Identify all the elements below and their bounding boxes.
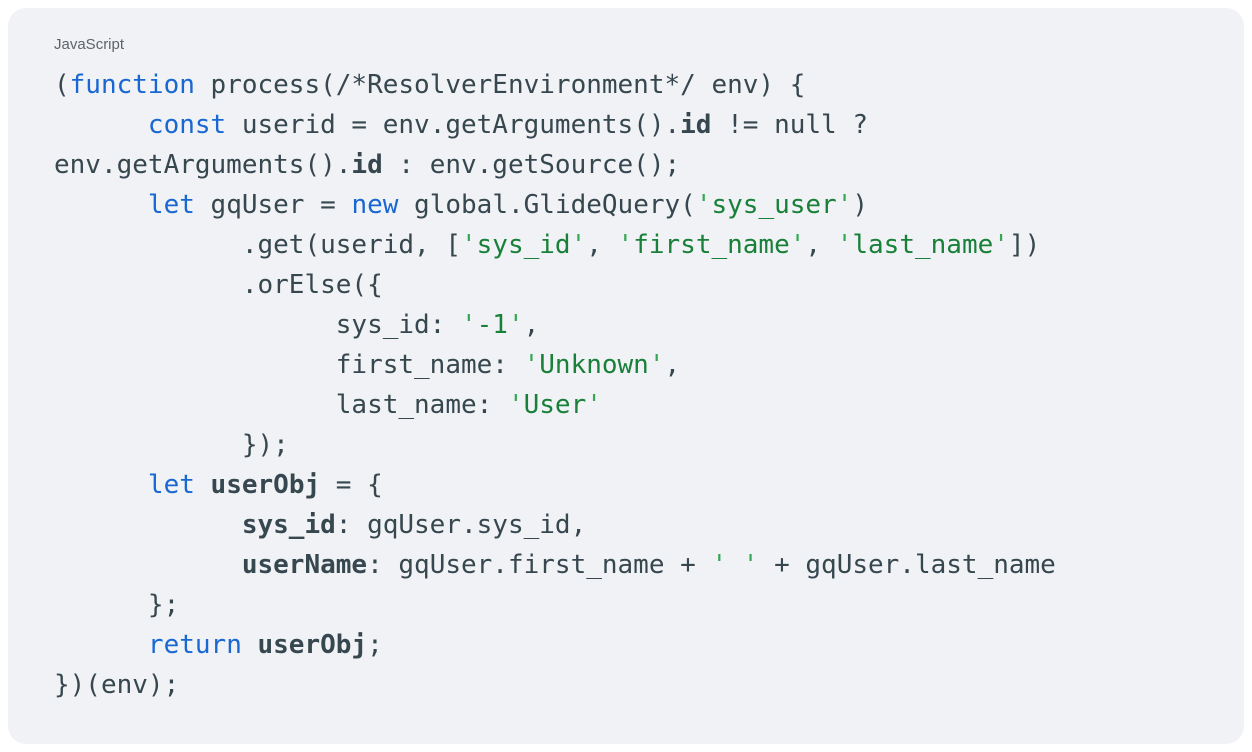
code-token-bold: userObj: [257, 630, 368, 660]
code-token-plain: [54, 630, 148, 660]
code-token-quote: ': [617, 230, 634, 260]
code-token-string: sys_user: [711, 190, 837, 220]
code-token-quote: ': [648, 350, 665, 380]
code-token-plain: [54, 510, 242, 540]
code-line: const userid = env.getArguments().id != …: [54, 105, 1214, 145]
code-token-quote: ': [711, 550, 728, 580]
code-token-plain: [54, 470, 148, 500]
code-token-keyword: new: [351, 190, 399, 220]
code-token-plain: userid = env.getArguments().: [226, 110, 681, 140]
code-token-plain: global.GlideQuery(: [398, 190, 696, 220]
code-token-plain: : gqUser.sys_id,: [335, 510, 587, 540]
code-line: env.getArguments().id : env.getSource();: [54, 145, 1214, 185]
code-token-quote: ': [523, 350, 540, 380]
code-token-quote: ': [993, 230, 1009, 260]
code-token-plain: last_name:: [54, 390, 508, 420]
code-token-bold: id: [351, 150, 383, 180]
code-token-plain: != null ?: [711, 110, 869, 140]
code-line: };: [54, 585, 1214, 625]
code-token-plain: = {: [320, 470, 383, 500]
code-token-plain: [195, 470, 211, 500]
code-line: (function process(/*ResolverEnvironment*…: [54, 65, 1214, 105]
code-token-string: sys_id: [476, 230, 571, 260]
code-token-plain: ,: [523, 310, 540, 340]
code-token-string: User: [523, 390, 587, 420]
code-token-plain: gqUser =: [194, 190, 352, 220]
code-token-quote: ': [836, 190, 853, 220]
code-line: let userObj = {: [54, 465, 1214, 505]
code-token-quote: ': [695, 190, 712, 220]
code-token-plain: .get(userid, [: [54, 230, 461, 260]
code-token-string: Unknown: [539, 350, 649, 380]
code-token-bold: userObj: [210, 470, 321, 500]
code-token-plain: (: [54, 70, 70, 100]
code-token-plain: : env.getSource();: [382, 150, 681, 180]
code-token-quote: ': [461, 310, 477, 340]
code-token-keyword: let: [147, 190, 195, 220]
code-token-plain: ,: [664, 350, 681, 380]
code-token-string: [727, 550, 743, 580]
code-token-plain: .orElse({: [54, 270, 383, 300]
code-token-plain: ;: [367, 630, 383, 660]
code-line: })(env);: [54, 665, 1214, 705]
code-token-quote: ': [461, 230, 477, 260]
code-token-quote: ': [789, 230, 806, 260]
code-token-keyword: function: [69, 70, 195, 100]
code-token-plain: [54, 550, 242, 580]
code-token-plain: })(env);: [54, 670, 180, 700]
language-label: JavaScript: [54, 36, 125, 53]
code-line: first_name: 'Unknown',: [54, 345, 1214, 385]
code-line: last_name: 'User': [54, 385, 1214, 425]
code-token-plain: [54, 190, 148, 220]
code-token-plain: sys_id:: [54, 310, 461, 340]
code-token-plain: ,: [805, 230, 837, 260]
code-token-plain: });: [54, 430, 289, 460]
code-line: let gqUser = new global.GlideQuery('sys_…: [54, 185, 1214, 225]
code-token-string: first_name: [633, 230, 790, 260]
code-token-quote: ': [836, 230, 853, 260]
code-line: sys_id: gqUser.sys_id,: [54, 505, 1214, 545]
code-line: .orElse({: [54, 265, 1214, 305]
code-line: });: [54, 425, 1214, 465]
code-token-plain: process(/*ResolverEnvironment*/ env) {: [194, 70, 806, 100]
code-token-keyword: let: [147, 470, 195, 500]
code-token-plain: env.getArguments().: [54, 150, 352, 180]
code-token-plain: ,: [586, 230, 618, 260]
code-token-quote: ': [742, 550, 759, 580]
code-token-quote: ': [570, 230, 587, 260]
code-line: userName: gqUser.first_name + ' ' + gqUs…: [54, 545, 1214, 585]
code-token-plain: [54, 110, 148, 140]
code-content: (function process(/*ResolverEnvironment*…: [54, 65, 1214, 705]
code-token-bold: id: [680, 110, 712, 140]
code-token-plain: ]): [1008, 230, 1041, 260]
code-token-keyword: const: [147, 110, 227, 140]
code-token-plain: };: [54, 590, 180, 620]
code-token-quote: ': [507, 310, 524, 340]
code-token-plain: : gqUser.first_name +: [367, 550, 712, 580]
code-line: .get(userid, ['sys_id', 'first_name', 'l…: [54, 225, 1214, 265]
code-token-plain: [242, 630, 258, 660]
code-line: return userObj;: [54, 625, 1214, 665]
code-token-plain: first_name:: [54, 350, 524, 380]
code-token-bold: userName: [241, 550, 368, 580]
code-token-quote: ': [586, 390, 602, 420]
code-token-keyword: return: [147, 630, 242, 660]
code-token-quote: ': [507, 390, 524, 420]
code-token-plain: + gqUser.last_name: [758, 550, 1056, 580]
code-token-plain: ): [852, 190, 869, 220]
code-line: sys_id: '-1',: [54, 305, 1214, 345]
code-token-string: -1: [476, 310, 508, 340]
code-token-bold: sys_id: [241, 510, 336, 540]
code-token-string: last_name: [852, 230, 994, 260]
code-card: JavaScript (function process(/*ResolverE…: [8, 8, 1244, 744]
